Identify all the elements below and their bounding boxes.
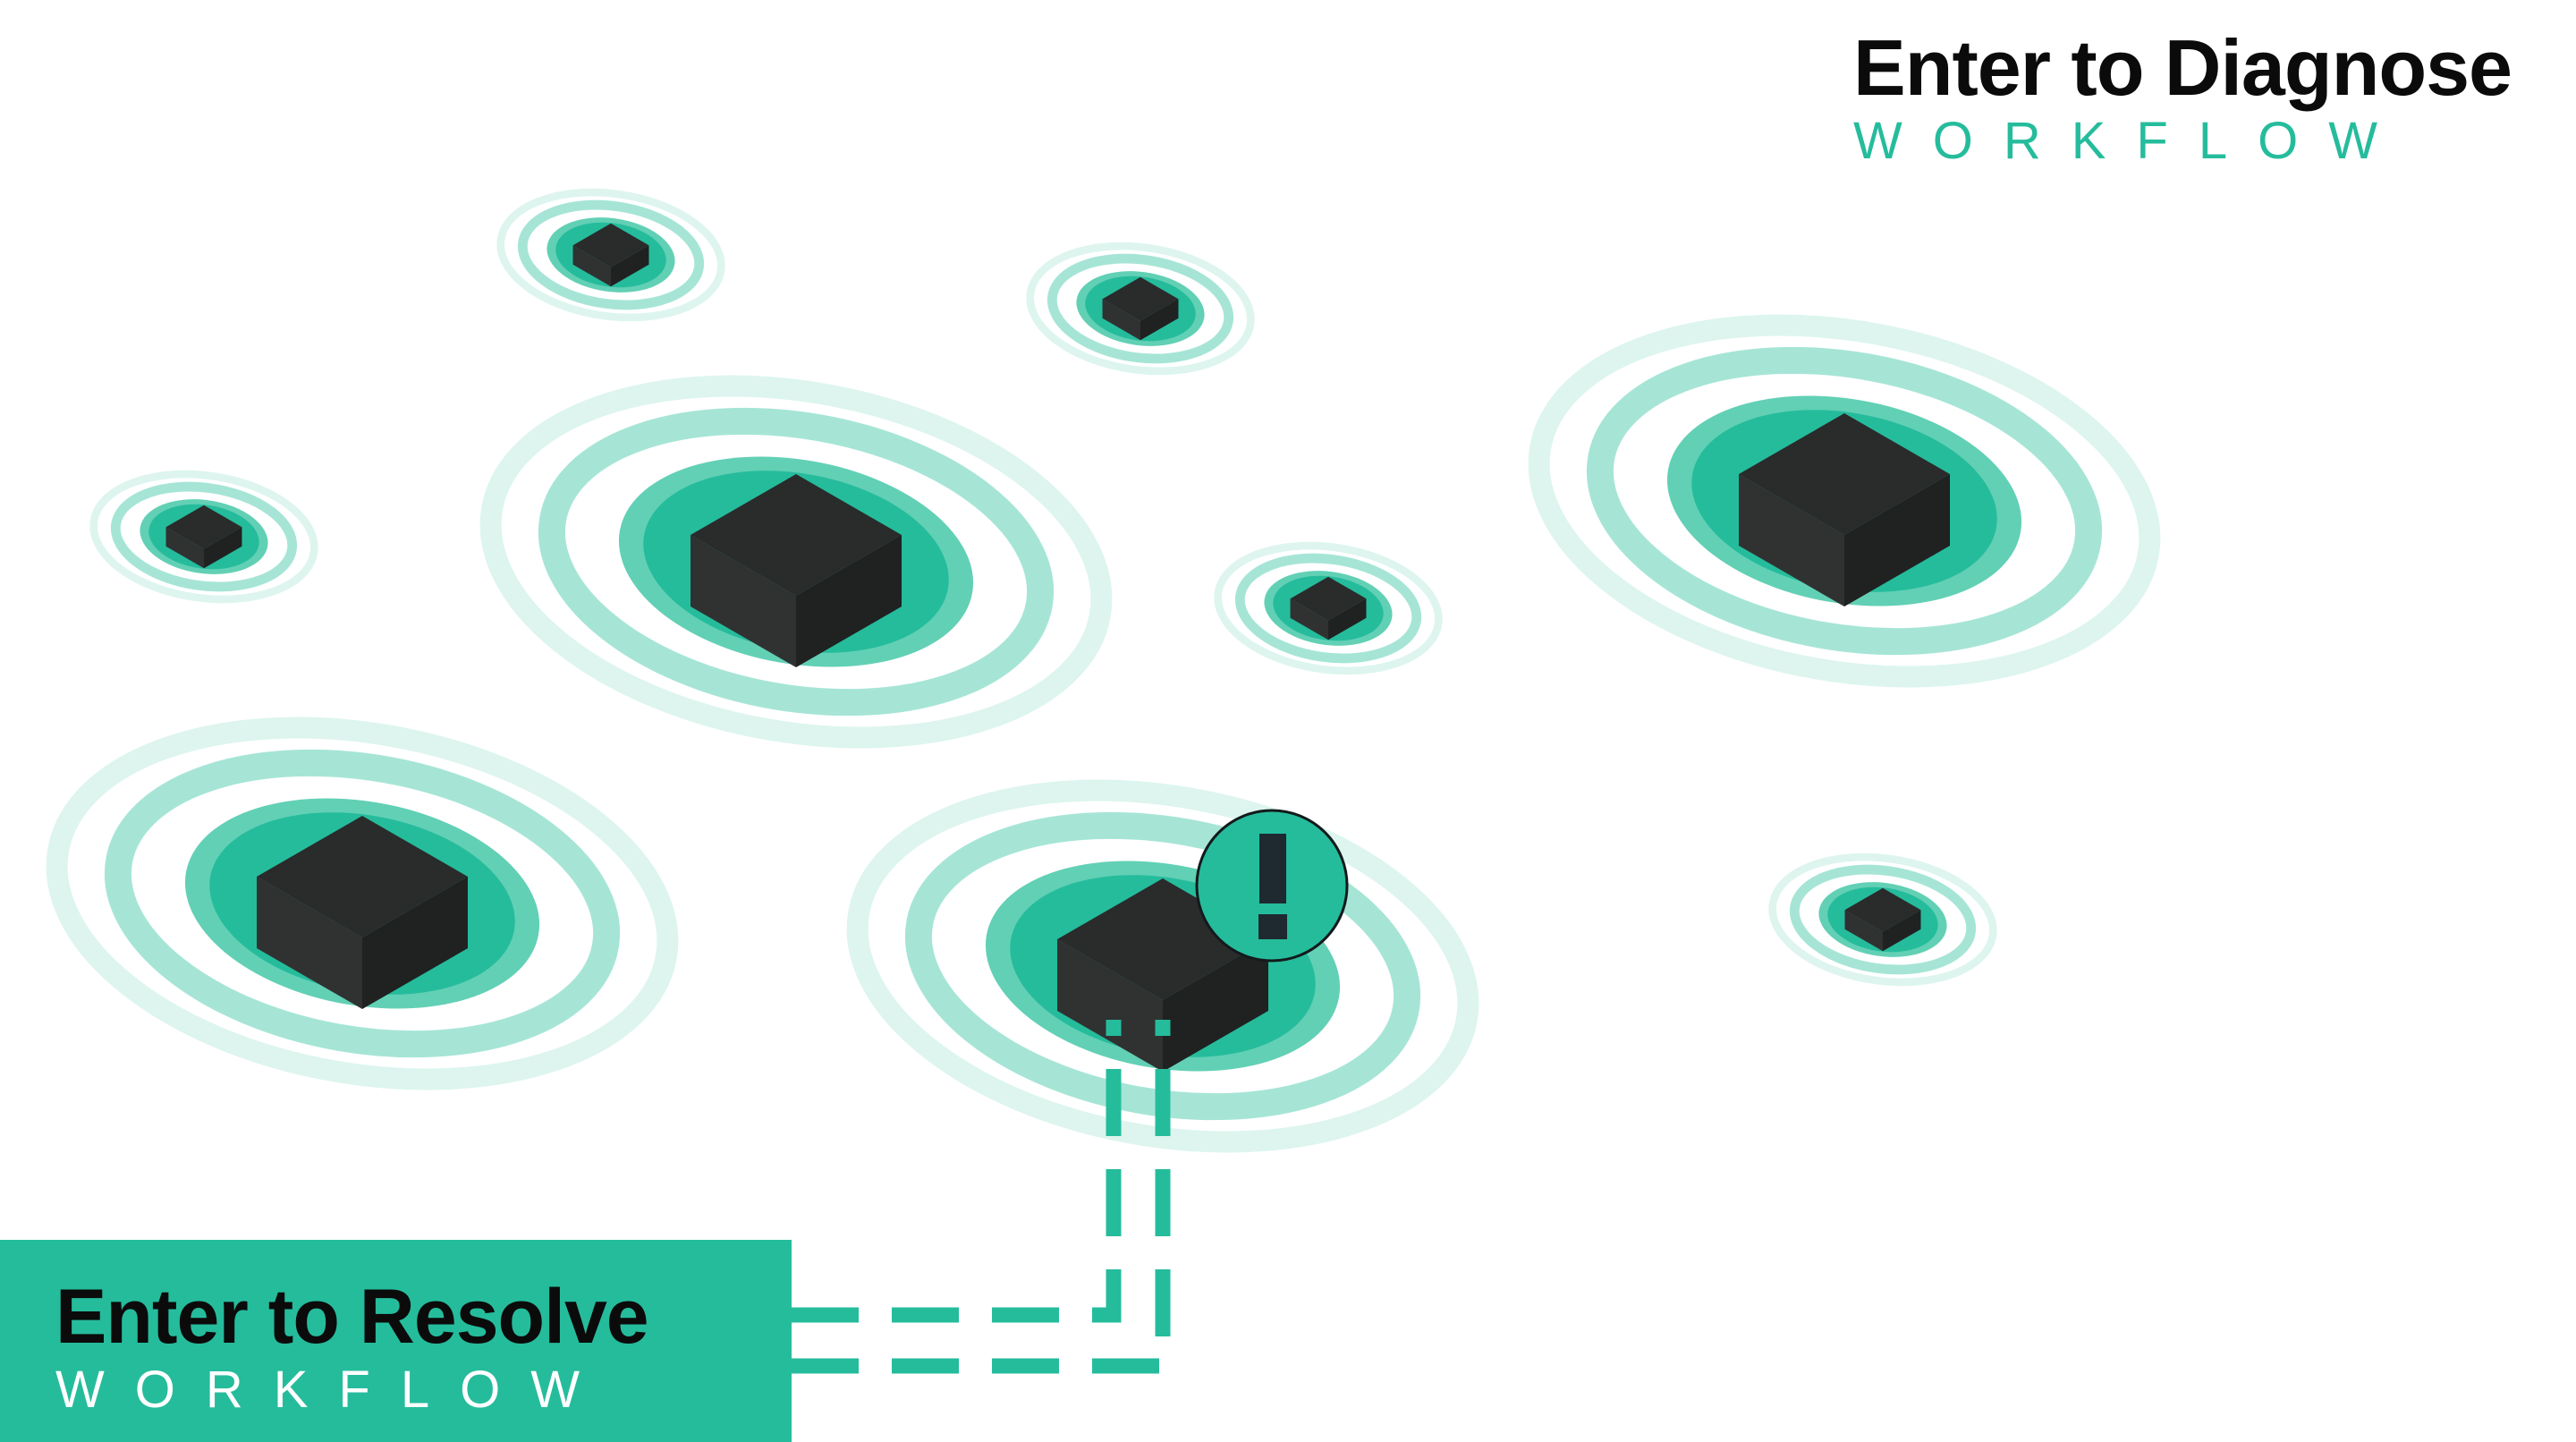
ring-outer <box>1768 852 1997 987</box>
ring-outer <box>46 717 679 1090</box>
cube-right-face <box>796 535 902 667</box>
cube-left-face <box>1290 598 1328 640</box>
node-1[interactable] <box>492 179 729 331</box>
nodes-layer <box>29 179 2178 1153</box>
resolve-workflow-button[interactable]: Enter to Resolve WORKFLOW <box>0 1240 792 1442</box>
cube-right-face <box>1328 598 1367 640</box>
cube-top-face <box>257 816 468 937</box>
cube-top-face <box>1739 413 1950 535</box>
cube-left-face <box>165 527 204 569</box>
ring-middle <box>538 407 1055 717</box>
cube-left-face <box>572 245 611 287</box>
resolve-title-block: Enter to Resolve WORKFLOW <box>55 1274 649 1419</box>
cube-right-face <box>204 527 242 569</box>
cube-left-face <box>1102 299 1140 341</box>
cube-left-face <box>1057 939 1163 1072</box>
device-cube-icon <box>257 816 468 1009</box>
resolve-title: Enter to Resolve <box>55 1274 649 1360</box>
node-2[interactable] <box>1021 233 1258 385</box>
ring-outer <box>496 188 725 322</box>
signal-rings <box>1768 852 1997 987</box>
diagnose-title: Enter to Diagnose <box>1853 23 2512 112</box>
node-5[interactable] <box>1209 532 1446 684</box>
ring-middle <box>904 811 1421 1121</box>
cube-left-face <box>691 535 796 667</box>
device-cube-icon <box>165 505 242 569</box>
ring-outer <box>89 470 318 604</box>
cube-left-face <box>1844 910 1883 952</box>
ring-middle <box>1046 253 1234 364</box>
ring-middle <box>104 749 621 1058</box>
device-cube-icon <box>1290 576 1367 640</box>
ring-outer <box>1528 314 2161 688</box>
dashed-connector <box>792 1020 1171 1374</box>
ring-outer <box>1026 242 1255 376</box>
ring-middle <box>1789 864 1977 975</box>
ring-outer <box>846 779 1479 1153</box>
ring-middle <box>517 199 705 310</box>
ring-outer <box>479 375 1113 749</box>
cube-left-face <box>257 877 362 1009</box>
cube-right-face <box>1883 910 1921 952</box>
cube-left-face <box>1739 474 1844 606</box>
ring-middle <box>110 481 298 592</box>
node-7[interactable] <box>29 683 696 1124</box>
cube-right-face <box>362 877 468 1009</box>
cube-right-face <box>611 245 649 287</box>
cube-top-face <box>1844 887 1921 932</box>
diagnose-workflow-link[interactable]: Enter to Diagnose WORKFLOW <box>1853 23 2512 168</box>
device-cube-icon <box>1739 413 1950 606</box>
cube-right-face <box>1140 299 1179 341</box>
resolve-subtitle: WORKFLOW <box>55 1361 610 1419</box>
exclamation-dot-icon <box>1258 914 1287 939</box>
device-cube-icon <box>1844 887 1921 952</box>
node-6[interactable] <box>1511 280 2178 722</box>
cube-top-face <box>1290 576 1367 621</box>
node-9[interactable] <box>1764 844 2001 996</box>
connector-line-lower <box>792 1020 1171 1374</box>
node-3[interactable] <box>85 461 322 613</box>
cube-top-face <box>691 474 902 596</box>
diagnose-subtitle: WORKFLOW <box>1853 112 2408 170</box>
device-cube-icon <box>691 474 902 667</box>
ring-middle <box>1586 346 2103 656</box>
ring-outer <box>1214 541 1443 675</box>
connector-line-upper <box>792 1020 1122 1323</box>
ring-middle <box>1234 553 1422 664</box>
alert-badge[interactable] <box>1195 809 1349 963</box>
cube-right-face <box>1163 939 1268 1072</box>
exclamation-icon <box>1259 834 1286 903</box>
cube-right-face <box>1844 474 1950 606</box>
node-4[interactable] <box>462 341 1130 783</box>
signal-rings <box>89 470 318 604</box>
